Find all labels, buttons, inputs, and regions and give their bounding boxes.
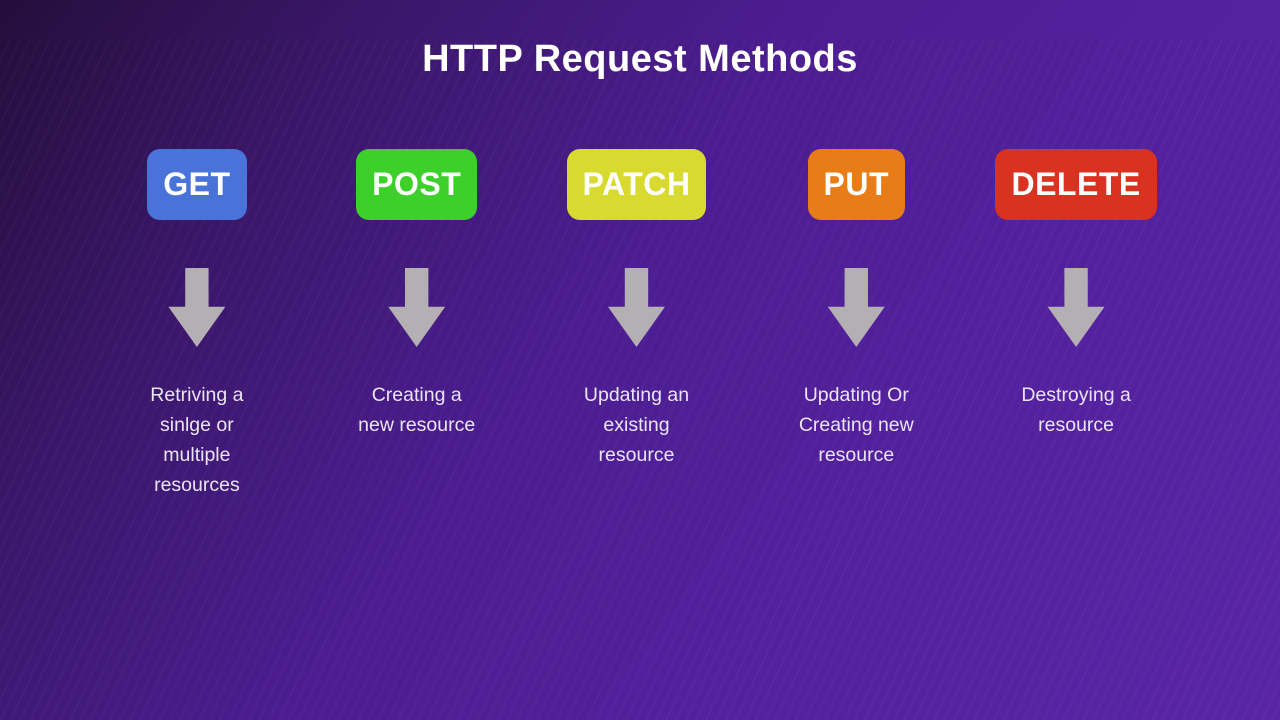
- method-badge-patch: PATCH: [566, 149, 707, 220]
- method-badge-delete: DELETE: [995, 149, 1157, 220]
- down-arrow-icon: [607, 268, 665, 347]
- methods-grid: GET Retriving a sinlge or multiple resou…: [0, 149, 1280, 500]
- method-column-put: PUT Updating Or Creating new resource: [746, 149, 966, 500]
- down-arrow-icon: [168, 268, 226, 347]
- method-badge-get: GET: [147, 149, 247, 220]
- method-column-delete: DELETE Destroying a resource: [966, 149, 1186, 500]
- method-description-get: Retriving a sinlge or multiple resources: [150, 384, 244, 496]
- method-column-post: POST Creating a new resource: [307, 149, 527, 500]
- page-title: HTTP Request Methods: [422, 38, 858, 80]
- method-description-put: Updating Or Creating new resource: [798, 384, 914, 466]
- down-arrow-icon: [388, 268, 446, 347]
- method-description-post: Creating a new resource: [358, 384, 476, 436]
- method-column-get: GET Retriving a sinlge or multiple resou…: [87, 149, 307, 500]
- down-arrow-icon: [827, 268, 885, 347]
- method-column-patch: PATCH Updating an existing resource: [527, 149, 747, 500]
- method-badge-put: PUT: [807, 149, 906, 220]
- down-arrow-icon: [1047, 268, 1105, 347]
- method-description-delete: Destroying a resource: [1021, 384, 1131, 436]
- method-badge-post: POST: [356, 149, 478, 220]
- method-description-patch: Updating an existing resource: [583, 384, 690, 466]
